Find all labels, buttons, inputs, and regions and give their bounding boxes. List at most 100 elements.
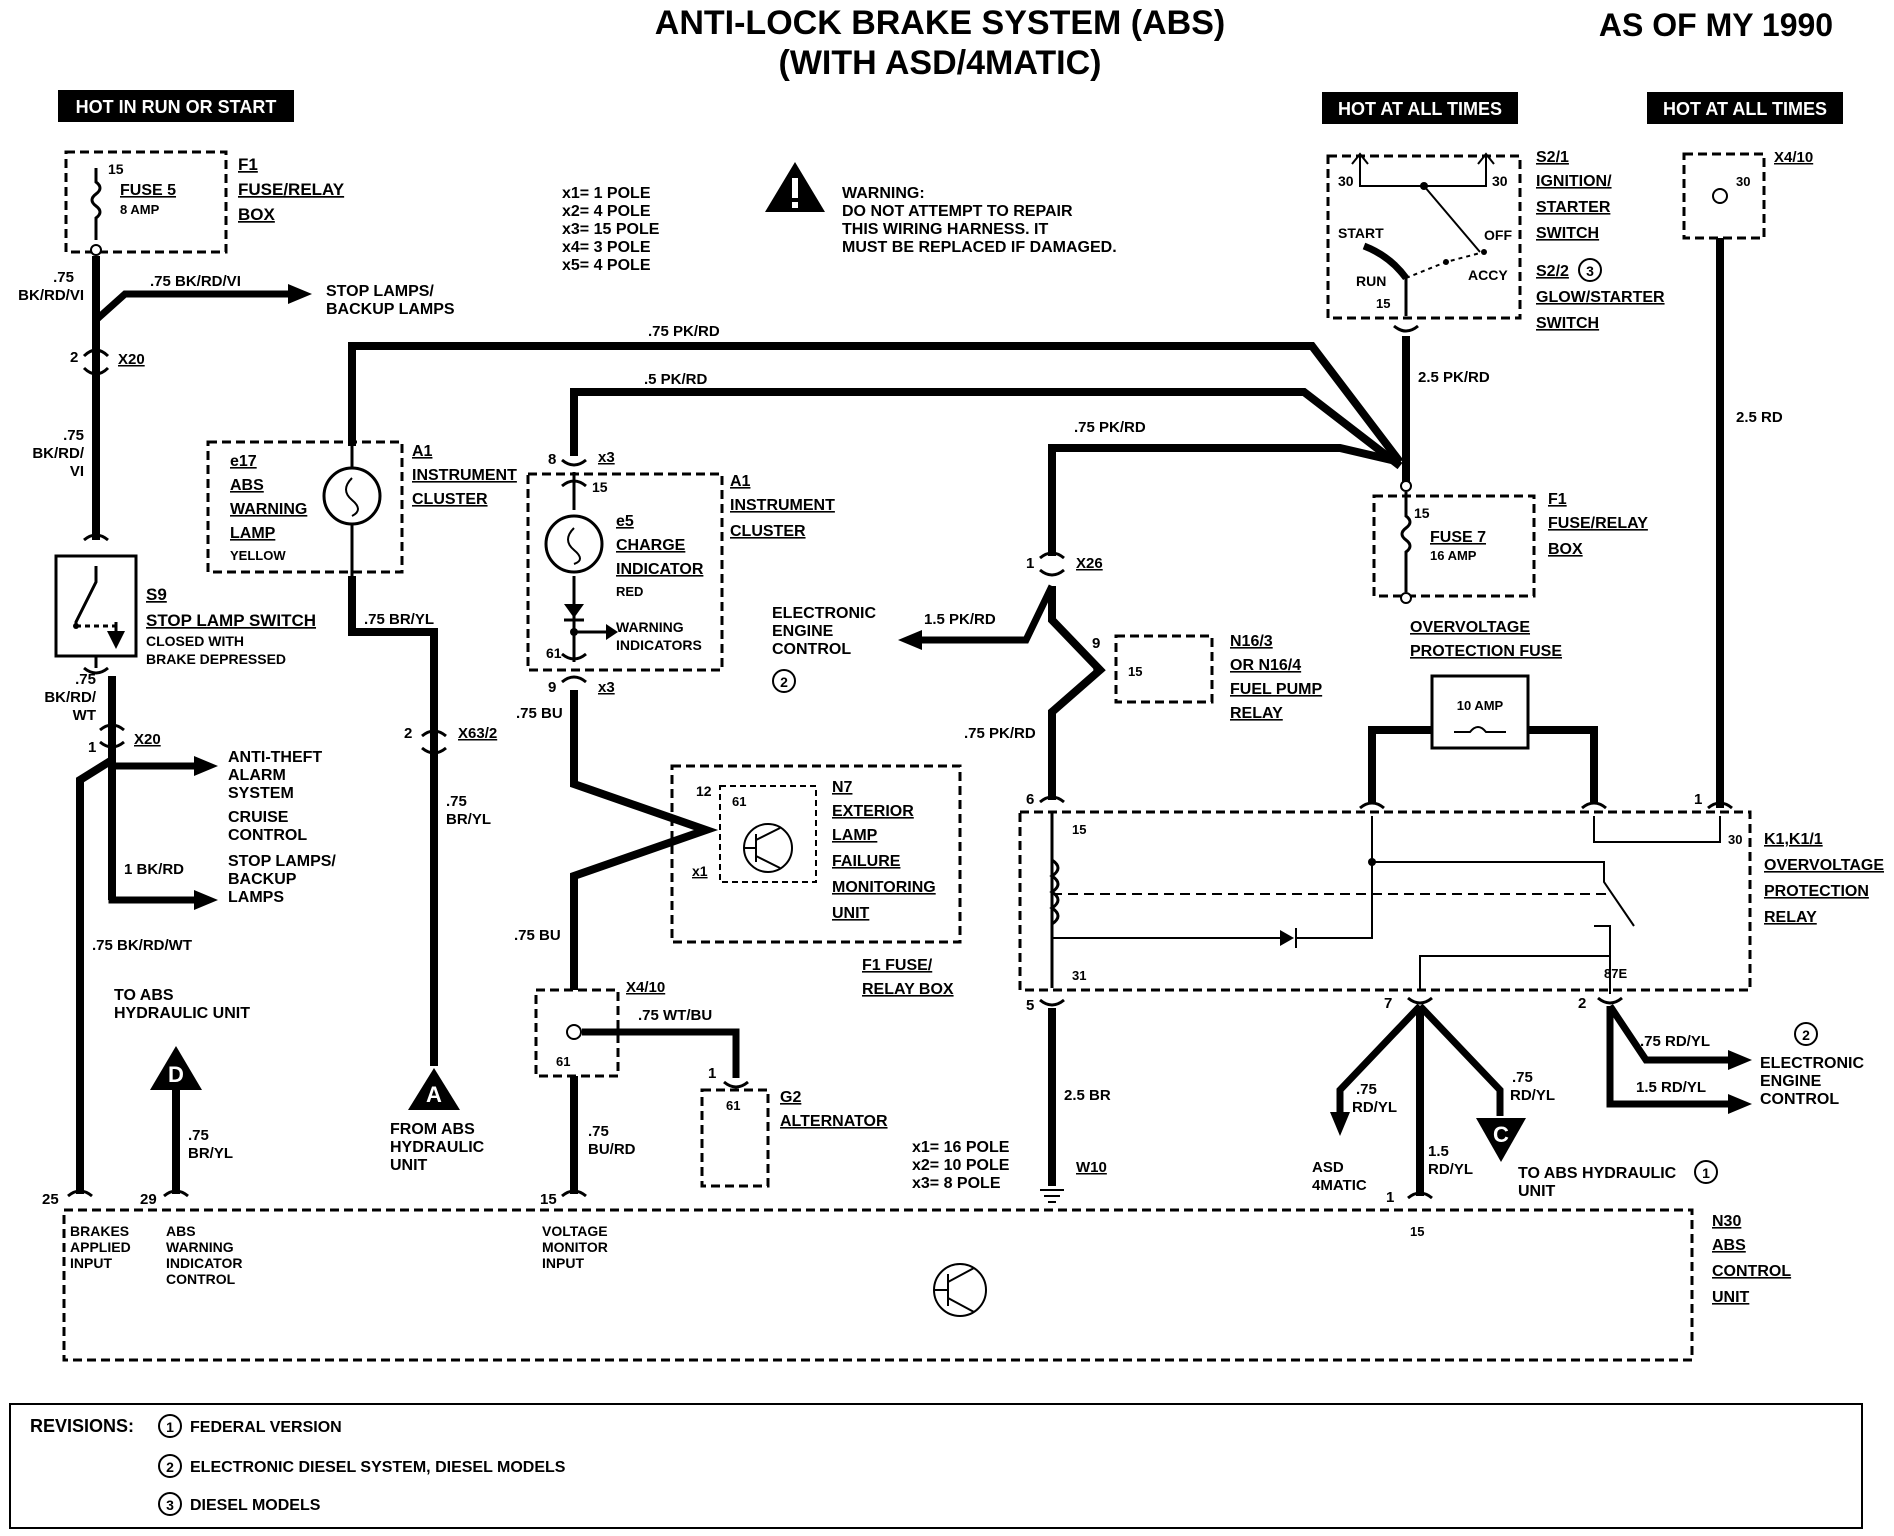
n7-pin12: 12 bbox=[696, 783, 712, 799]
hot-in-run-label: HOT IN RUN OR START bbox=[58, 90, 294, 122]
s2-2-id: S2/2 bbox=[1536, 263, 1569, 280]
k1-p31: 31 bbox=[1072, 968, 1086, 983]
n30-in15a: VOLTAGE bbox=[542, 1223, 608, 1239]
ov-fuse-l2: PROTECTION FUSE bbox=[1410, 643, 1562, 660]
s2-1-accy: ACCY bbox=[1468, 267, 1508, 283]
f1-fuse5-desc2: BOX bbox=[238, 205, 276, 224]
from-abs3: UNIT bbox=[390, 1157, 428, 1174]
wire-bu1: .75 BU bbox=[516, 705, 563, 722]
wire-pkrd-top bbox=[348, 342, 1404, 465]
n7-inner-box bbox=[719, 785, 817, 883]
s2-2-l2: SWITCH bbox=[1536, 315, 1599, 332]
x4-10-top-pin: 30 bbox=[1736, 174, 1750, 189]
pole-legend-top-5: x5= 4 POLE bbox=[562, 257, 651, 274]
wire-rdyl-asd bbox=[1336, 1003, 1423, 1116]
k1-conn2: 2 bbox=[1578, 995, 1586, 1012]
connector-x63-pin: 2 bbox=[404, 725, 412, 742]
n30-in15b: MONITOR bbox=[542, 1239, 608, 1255]
marker-c-letter: C bbox=[1493, 1122, 1509, 1147]
wire-bkrdvi-b3: VI bbox=[70, 463, 84, 480]
n30-in29a: ABS bbox=[166, 1223, 196, 1239]
e5-warn1: WARNING bbox=[616, 619, 684, 635]
e17-box bbox=[206, 440, 404, 574]
dest-eec2-note: 2 bbox=[1802, 1027, 1810, 1043]
wire-bu2: .75 BU bbox=[514, 927, 561, 944]
connector-x20-a bbox=[82, 348, 110, 376]
g2-id: G2 bbox=[780, 1089, 801, 1106]
pole-legend-bottom: x1= 16 POLE x2= 10 POLE x3= 8 POLE bbox=[912, 1139, 1010, 1192]
s2-1-box bbox=[1326, 154, 1522, 320]
wire-stop-backup-1 bbox=[93, 290, 290, 323]
f1-fuse5-desc1: FUSE/RELAY bbox=[238, 180, 345, 199]
fuse7-symbol bbox=[1400, 492, 1412, 592]
n7-box-label: F1 FUSE/ bbox=[862, 957, 933, 974]
wire-pkrd-5-label: .5 PK/RD bbox=[644, 371, 708, 388]
wire-bkrdvi-b: .75 bbox=[63, 427, 84, 444]
arrow-stop-backup-2 bbox=[194, 890, 218, 910]
warning-line3: MUST BE REPLACED IF DAMAGED. bbox=[842, 239, 1117, 256]
w10-id: W10 bbox=[1076, 1159, 1107, 1176]
x4-10-mid-pin: 61 bbox=[556, 1054, 570, 1069]
wire-bkrdwt: .75 bbox=[75, 671, 96, 688]
marker-d-letter: D bbox=[168, 1062, 184, 1087]
a1-left-id: A1 bbox=[412, 443, 433, 460]
n7-l5: UNIT bbox=[832, 905, 870, 922]
s9-label3: BRAKE DEPRESSED bbox=[146, 651, 286, 667]
warning-icon bbox=[765, 162, 825, 212]
wire-burd-b: BU/RD bbox=[588, 1141, 636, 1158]
dest-to-abs-c2: UNIT bbox=[1518, 1183, 1556, 1200]
dest-anti-theft3: SYSTEM bbox=[228, 785, 294, 802]
n16-l2: OR N16/4 bbox=[1230, 657, 1301, 674]
e5-lamp-symbol bbox=[544, 514, 604, 574]
e5-l3: RED bbox=[616, 584, 643, 599]
e5-id: e5 bbox=[616, 513, 634, 530]
wire-25rd-label: 2.5 RD bbox=[1736, 409, 1783, 426]
wire-pkrd-mid bbox=[1048, 444, 1401, 556]
as-of-year: AS OF MY 1990 bbox=[1599, 7, 1833, 43]
wire-wtbu-label: .75 WT/BU bbox=[638, 1007, 712, 1024]
connector-x20-a-id: X20 bbox=[118, 351, 145, 368]
a1-right-l2: CLUSTER bbox=[730, 523, 806, 540]
g2-pin: 61 bbox=[726, 1098, 740, 1113]
marker-d-triangle bbox=[150, 1046, 202, 1090]
revisions-box bbox=[9, 1403, 1863, 1529]
n30-box bbox=[62, 1208, 1694, 1362]
wire-burd-a: .75 bbox=[588, 1123, 609, 1140]
n16-box bbox=[1114, 634, 1214, 704]
wire-brl-left bbox=[348, 576, 438, 1066]
diagram-title-line1: ANTI-LOCK BRAKE SYSTEM (ABS) bbox=[655, 4, 1225, 42]
n30-l2: CONTROL bbox=[1712, 1263, 1791, 1280]
a1-left-l2: CLUSTER bbox=[412, 491, 488, 508]
k1-conn5: 5 bbox=[1026, 997, 1034, 1014]
dest-eec1-note: 2 bbox=[780, 674, 788, 690]
e17-l4: YELLOW bbox=[230, 548, 286, 563]
connector-x26-pin: 1 bbox=[1026, 555, 1034, 572]
s9-id: S9 bbox=[146, 585, 167, 604]
k1-l1: OVERVOLTAGE bbox=[1764, 857, 1884, 874]
wire-ov-fuse bbox=[1368, 726, 1598, 802]
n16-pin: 15 bbox=[1128, 664, 1142, 679]
f1-fuse5-id: F1 bbox=[238, 155, 258, 174]
s9-label1: STOP LAMP SWITCH bbox=[146, 611, 316, 630]
dest-to-abs-c-note: 1 bbox=[1702, 1165, 1710, 1181]
dest-stop-backup-2: STOP LAMPS/ bbox=[228, 853, 336, 870]
n16-l3: FUEL PUMP bbox=[1230, 681, 1322, 698]
wire-bkrdwt-long bbox=[76, 756, 115, 1194]
n7-box-label2: RELAY BOX bbox=[862, 981, 954, 998]
k1-coil bbox=[1049, 858, 1060, 926]
ov-fuse-box bbox=[1430, 674, 1530, 750]
connector-x20-b bbox=[99, 723, 125, 749]
f1-fuse7-fuse: FUSE 7 bbox=[1430, 529, 1486, 546]
a1-right-id: A1 bbox=[730, 473, 751, 490]
revision-1-text: FEDERAL VERSION bbox=[190, 1419, 342, 1436]
k1-l3: RELAY bbox=[1764, 909, 1817, 926]
wire-bkrdwt2: BK/RD/ bbox=[44, 689, 96, 706]
wire-25br-label: 2.5 BR bbox=[1064, 1087, 1111, 1104]
g2-conn: 1 bbox=[708, 1065, 716, 1082]
dest-anti-theft2: ALARM bbox=[228, 767, 286, 784]
connector-x3a-pin: 8 bbox=[548, 451, 556, 468]
e5-l2: INDICATOR bbox=[616, 561, 704, 578]
ground-icon bbox=[1040, 1189, 1064, 1203]
k1-c1: 1 bbox=[1694, 791, 1702, 808]
arrow-eec2b bbox=[1728, 1094, 1752, 1114]
